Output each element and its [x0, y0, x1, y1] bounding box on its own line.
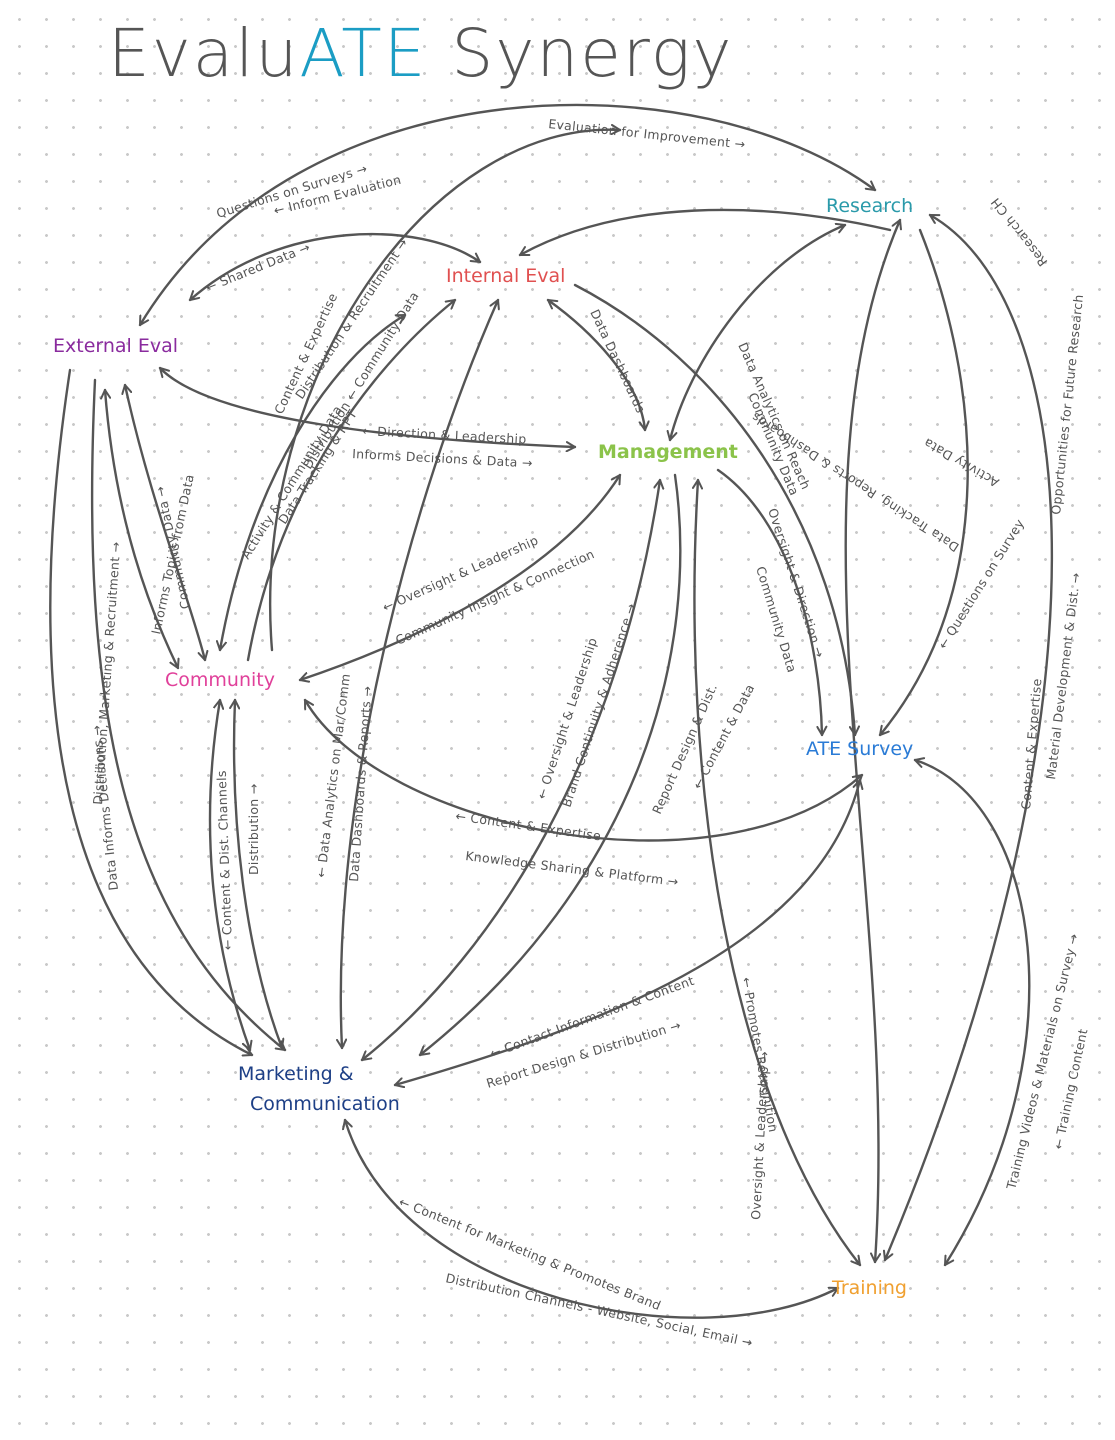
label-direction-leadership: ← Direction & Leadership	[362, 423, 527, 447]
edge-external-community-b	[125, 383, 205, 662]
title-accent: ATE	[299, 15, 427, 92]
edge-external-internal-shared	[188, 232, 482, 302]
label-distribution-2: Distribution →	[246, 783, 261, 875]
edge-labels: Evaluation for Improvement → Questions o…	[89, 116, 1091, 1350]
label-activity-data-2: Activity Data	[921, 435, 1002, 490]
edge-internal-management	[546, 298, 645, 432]
label-data-dashboards-reports: Data Dashboards & Reports →	[346, 685, 375, 882]
label-knowledge-sharing: Knowledge Sharing & Platform →	[465, 848, 680, 889]
edge-research-training-a	[885, 213, 1054, 1262]
label-content-dist-channels: ← Content & Dist. Channels	[214, 770, 235, 950]
label-oversight-leadership-1: ← Oversight & Leadership	[380, 532, 540, 614]
edge-community-internal-2	[246, 298, 457, 662]
edge-management-marketing-a	[360, 478, 660, 1062]
node-management: Management	[598, 441, 738, 463]
node-external-eval: External Eval	[53, 335, 178, 357]
title-suffix: Synergy	[451, 15, 733, 92]
node-research: Research	[826, 195, 913, 217]
label-data-analytics-reach: Data Analytics on Reach	[735, 340, 813, 492]
nodes: Research Internal Eval External Eval Man…	[53, 195, 913, 1299]
edge-research-survey	[878, 228, 969, 737]
node-ate-survey: ATE Survey	[806, 738, 913, 760]
node-community: Community	[165, 669, 275, 691]
diagram-title: EvaluATE Synergy	[108, 15, 733, 92]
connectors	[49, 103, 1054, 1319]
label-research-ch: Research CH	[988, 195, 1051, 269]
node-training: Training	[831, 1277, 907, 1299]
label-activity-data: Activity & Community Data	[238, 403, 345, 562]
edge-external-marketing-a	[49, 368, 254, 1055]
label-report-design-distribution: Report Design & Distribution →	[484, 1017, 682, 1091]
label-content-expertise-2: Content & Expertise	[1018, 678, 1044, 811]
edge-research-training-b	[844, 218, 900, 1264]
edge-research-management	[670, 225, 847, 442]
edge-research-internal	[518, 208, 892, 257]
title-prefix: Evalu	[108, 15, 299, 92]
label-data-dashboards-1: Data Dashboards	[587, 307, 648, 415]
edge-community-marketing-b	[234, 698, 282, 1050]
edge-internal-marketing	[341, 298, 498, 1050]
edge-marketing-training	[345, 1118, 840, 1319]
node-marketing-line1: Marketing &	[238, 1063, 354, 1085]
label-material-development: Material Development & Dist. →	[1043, 572, 1083, 781]
label-data-analytics-mar: ← Data Analytics on Mar/Comm	[313, 673, 353, 879]
edge-external-research-top	[138, 103, 877, 327]
label-informs-decisions: Informs Decisions & Data →	[352, 446, 533, 470]
edge-survey-training	[913, 760, 1031, 1267]
label-training-content: ← Training Content	[1050, 1027, 1090, 1150]
node-marketing-line2: Communication	[250, 1093, 400, 1115]
label-shared-data: ← Shared Data →	[204, 239, 313, 295]
node-internal-eval: Internal Eval	[446, 265, 565, 287]
label-opportunities: Opportunities for Future Research	[1048, 294, 1086, 516]
label-content-expertise-3: ← Content & Expertise	[455, 808, 602, 843]
